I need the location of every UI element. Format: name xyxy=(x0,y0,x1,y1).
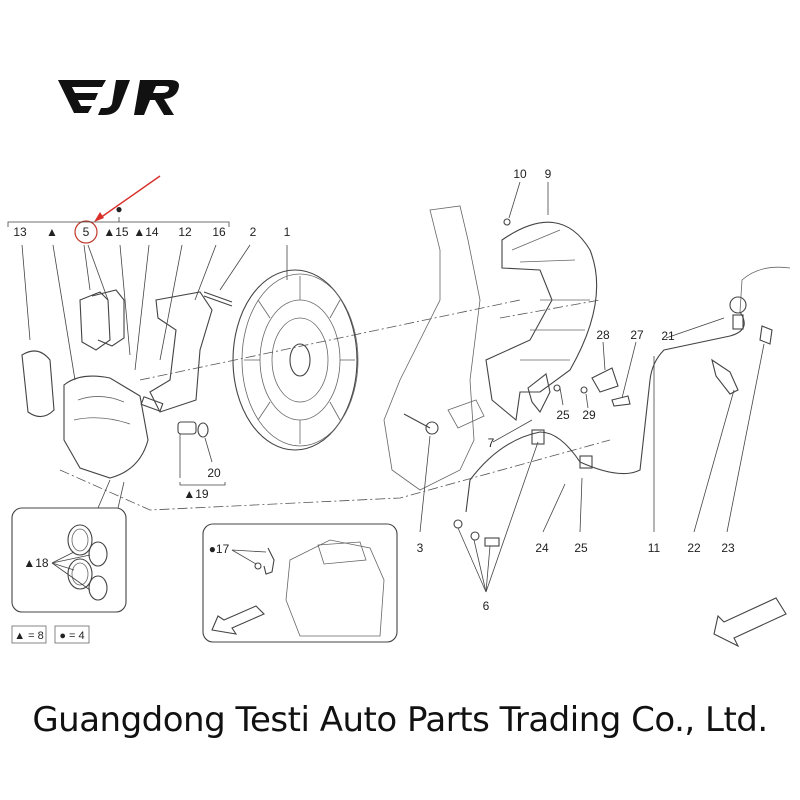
callout-5: 5 xyxy=(83,225,90,239)
callout-21: 21 xyxy=(661,329,675,343)
callout-18: ▲18 xyxy=(23,556,49,570)
wear-sensor xyxy=(711,358,739,395)
callout-22: 22 xyxy=(687,541,701,555)
highlight-circle xyxy=(74,220,98,244)
callout-1: 1 xyxy=(284,225,291,239)
seals-inset xyxy=(11,507,127,613)
group-bracket xyxy=(7,221,230,227)
callout-27: 27 xyxy=(630,328,644,342)
callout-25-top: 25 xyxy=(556,408,570,422)
callout-17: ●17 xyxy=(209,542,230,556)
steering-knuckle xyxy=(383,205,481,491)
callout-2: 2 xyxy=(250,225,257,239)
dust-shield xyxy=(485,221,598,422)
brake-pads xyxy=(79,291,111,351)
callout-6: 6 xyxy=(483,599,490,613)
callout-7: 7 xyxy=(488,436,495,450)
callout-11: 11 xyxy=(648,541,661,555)
sensor-connector xyxy=(759,325,773,345)
group-bracket-symbol: ● xyxy=(115,202,122,216)
brand-logo xyxy=(58,78,188,125)
bolt-2 xyxy=(203,291,233,303)
callout-12: 12 xyxy=(178,225,192,239)
brake-disc xyxy=(232,269,358,451)
caliper-bracket xyxy=(149,291,213,413)
clip-27 xyxy=(611,395,631,407)
brake-line xyxy=(739,266,791,313)
callout-29: 29 xyxy=(582,408,596,422)
piston-sleeve xyxy=(177,421,197,435)
callout-3: 3 xyxy=(417,541,424,555)
callout-10: 10 xyxy=(513,167,527,181)
callout-25-bottom: 25 xyxy=(574,541,588,555)
legend-triangle-box xyxy=(11,625,47,644)
brake-caliper xyxy=(63,375,149,479)
callout-20: 20 xyxy=(207,466,221,480)
callout-13: 13 xyxy=(13,225,27,239)
screw-10 xyxy=(503,218,511,226)
callout-14: ▲14 xyxy=(133,225,159,239)
legend-triangle: ▲ = 8 xyxy=(14,630,44,642)
direction-arrow-inset xyxy=(211,605,265,635)
bracket-28 xyxy=(591,367,619,393)
callout-15: ▲15 xyxy=(103,225,129,239)
highlight-arrowhead xyxy=(94,212,104,222)
direction-arrow-right xyxy=(713,597,787,648)
company-name: Guangdong Testi Auto Parts Trading Co., … xyxy=(32,700,768,740)
callout-23: 23 xyxy=(721,541,735,555)
legend-dot-box xyxy=(54,625,90,644)
highlight-arrow xyxy=(99,175,161,219)
callout-24: 24 xyxy=(535,541,549,555)
callout-9: 9 xyxy=(545,167,552,181)
brake-pad-outer xyxy=(21,350,55,418)
callout-triangle: ▲ xyxy=(46,225,58,239)
clip-inset xyxy=(202,523,398,643)
callout-19: ▲19 xyxy=(183,487,209,501)
callout-28: 28 xyxy=(596,328,610,342)
hose-bracket xyxy=(527,373,551,414)
clip-17 xyxy=(263,547,275,575)
guide-pin xyxy=(140,396,164,412)
legend-dot: ● = 4 xyxy=(59,630,84,642)
brake-hose xyxy=(465,311,745,513)
callout-16: 16 xyxy=(212,225,226,239)
bolt-3 xyxy=(403,413,431,429)
